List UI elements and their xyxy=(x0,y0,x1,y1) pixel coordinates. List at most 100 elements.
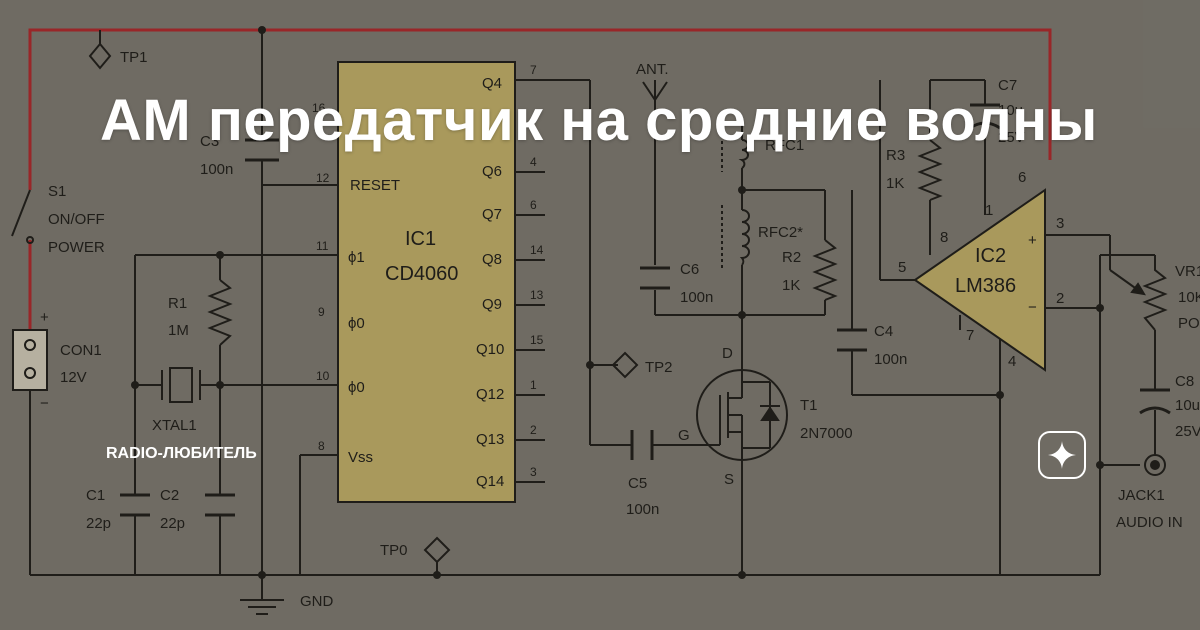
mosfet-t1 xyxy=(696,369,788,461)
resistor-r2 xyxy=(812,239,838,301)
s1-label: S1 xyxy=(48,183,66,200)
inductor-rfc2 xyxy=(721,205,750,268)
zen-logo-button[interactable] xyxy=(1038,431,1086,479)
jack1-description: AUDIO IN xyxy=(1116,514,1183,531)
c5-value: 100n xyxy=(626,501,659,518)
test-points xyxy=(88,30,639,575)
ic1-q12-pin: Q12 xyxy=(476,386,504,403)
ic2-opamp xyxy=(913,188,1046,372)
ic2-pin7: 7 xyxy=(966,327,974,344)
ic2-pin5: 5 xyxy=(898,259,906,276)
ic1-pin12: 12 xyxy=(316,171,330,185)
ic1-q9-pin: Q9 xyxy=(482,296,502,313)
capacitor-c3 xyxy=(245,138,279,162)
c6-label: C6 xyxy=(680,261,699,278)
con1-plus-sign: + xyxy=(40,309,49,326)
tp0-label: TP0 xyxy=(380,542,408,559)
t1-part: 2N7000 xyxy=(800,425,853,442)
capacitor-c6 xyxy=(640,266,670,290)
ic1-pin2: 2 xyxy=(530,423,537,437)
rfc1-label: RFC1 xyxy=(765,137,804,154)
ic1-q14-pin: Q14 xyxy=(476,473,504,490)
c1-value: 22p xyxy=(86,515,111,532)
ic1-label: IC1 xyxy=(405,228,436,250)
tp2-label: TP2 xyxy=(645,359,673,376)
channel-name[interactable]: RADIO-ЛЮБИТЕЛЬ xyxy=(106,445,257,462)
c3-label: C3 xyxy=(200,133,219,150)
r1-value: 1M xyxy=(168,322,189,339)
r3-label: R3 xyxy=(886,147,905,164)
ic1-q7-pin: Q7 xyxy=(482,206,502,223)
ic1-part: CD4060 xyxy=(385,263,458,285)
c2-label: C2 xyxy=(160,487,179,504)
zen-star-icon xyxy=(1048,441,1076,469)
c4-label: C4 xyxy=(874,323,893,340)
ic2-pin8: 8 xyxy=(940,229,948,246)
r2-value: 1K xyxy=(782,277,800,294)
ground-symbol xyxy=(240,599,284,615)
ic1-vss-pin: Vss xyxy=(348,449,373,466)
ic1-phi1-pin: ϕ1 xyxy=(348,249,365,266)
ic1-q4-pin: Q4 xyxy=(482,75,502,92)
ic1-pin1: 1 xyxy=(530,378,537,392)
ic1-reset-pin: RESET xyxy=(350,177,400,194)
ic2-pin3: 3 xyxy=(1056,215,1064,232)
c8-value: 10u xyxy=(1175,397,1200,414)
c8-label: C8 xyxy=(1175,373,1194,390)
ic1-pin3: 3 xyxy=(530,465,537,479)
power-rail xyxy=(28,28,1052,330)
r1-label: R1 xyxy=(168,295,187,312)
ic2-pin6: 6 xyxy=(1018,169,1026,186)
ic2-pin1: 1 xyxy=(985,202,993,219)
ic1-pin16: 16 xyxy=(312,101,326,115)
ic1-pin9: 9 xyxy=(318,305,325,319)
resistor-r3 xyxy=(917,139,943,201)
s1-power-label: POWER xyxy=(48,239,105,256)
c4-value: 100n xyxy=(874,351,907,368)
resistor-r1 xyxy=(207,279,233,346)
ic1-pin14: 14 xyxy=(530,243,544,257)
capacitor-c4 xyxy=(837,328,867,352)
ic1-pin7: 7 xyxy=(530,63,537,77)
ic1-pin15: 15 xyxy=(530,333,544,347)
potentiometer-wiper xyxy=(1109,269,1146,296)
ic1-q6-pin: Q6 xyxy=(482,163,502,180)
ic2-part: LM386 xyxy=(955,275,1016,297)
jack1-label: JACK1 xyxy=(1118,487,1165,504)
tp1-label: TP1 xyxy=(120,49,148,66)
gnd-label: GND xyxy=(300,593,334,610)
ic1-q13-pin: Q13 xyxy=(476,431,504,448)
antenna-symbol xyxy=(642,80,668,102)
article-title[interactable]: АМ передатчик на средние волны xyxy=(100,88,1098,153)
ic1-q8-pin: Q8 xyxy=(482,251,502,268)
c3-value: 100n xyxy=(200,161,233,178)
connector-con1 xyxy=(12,329,48,391)
rfc2-label: RFC2* xyxy=(758,224,803,241)
capacitor-c7 xyxy=(969,103,1001,130)
ic1-pin8: 8 xyxy=(318,439,325,453)
ic2-pin2: 2 xyxy=(1056,290,1064,307)
c7-value: 10u xyxy=(998,102,1023,119)
t1-drain-label: D xyxy=(722,345,733,362)
ic2-minus-sign: − xyxy=(1028,299,1037,316)
jack-audio-in xyxy=(1144,454,1166,476)
ant-label: ANT. xyxy=(636,61,669,78)
capacitor-c1 xyxy=(120,493,150,517)
c8-voltage: 25V xyxy=(1175,423,1200,440)
c1-label: C1 xyxy=(86,487,105,504)
ic1-pin6: 6 xyxy=(530,198,537,212)
con1-voltage-label: 12V xyxy=(60,369,87,386)
xtal-label: XTAL1 xyxy=(152,417,197,434)
ic1-phi0-bar-pin: ϕ0 xyxy=(348,379,365,396)
con1-label: CON1 xyxy=(60,342,102,359)
ic1-phi0-pin: ϕ0 xyxy=(348,315,365,332)
switch-s1 xyxy=(11,189,34,244)
c6-value: 100n xyxy=(680,289,713,306)
r2-label: R2 xyxy=(782,249,801,266)
junctions xyxy=(131,26,1104,579)
c7-label: C7 xyxy=(998,77,1017,94)
t1-label: T1 xyxy=(800,397,818,414)
c2-value: 22p xyxy=(160,515,185,532)
ic2-plus-sign: + xyxy=(1028,232,1037,249)
